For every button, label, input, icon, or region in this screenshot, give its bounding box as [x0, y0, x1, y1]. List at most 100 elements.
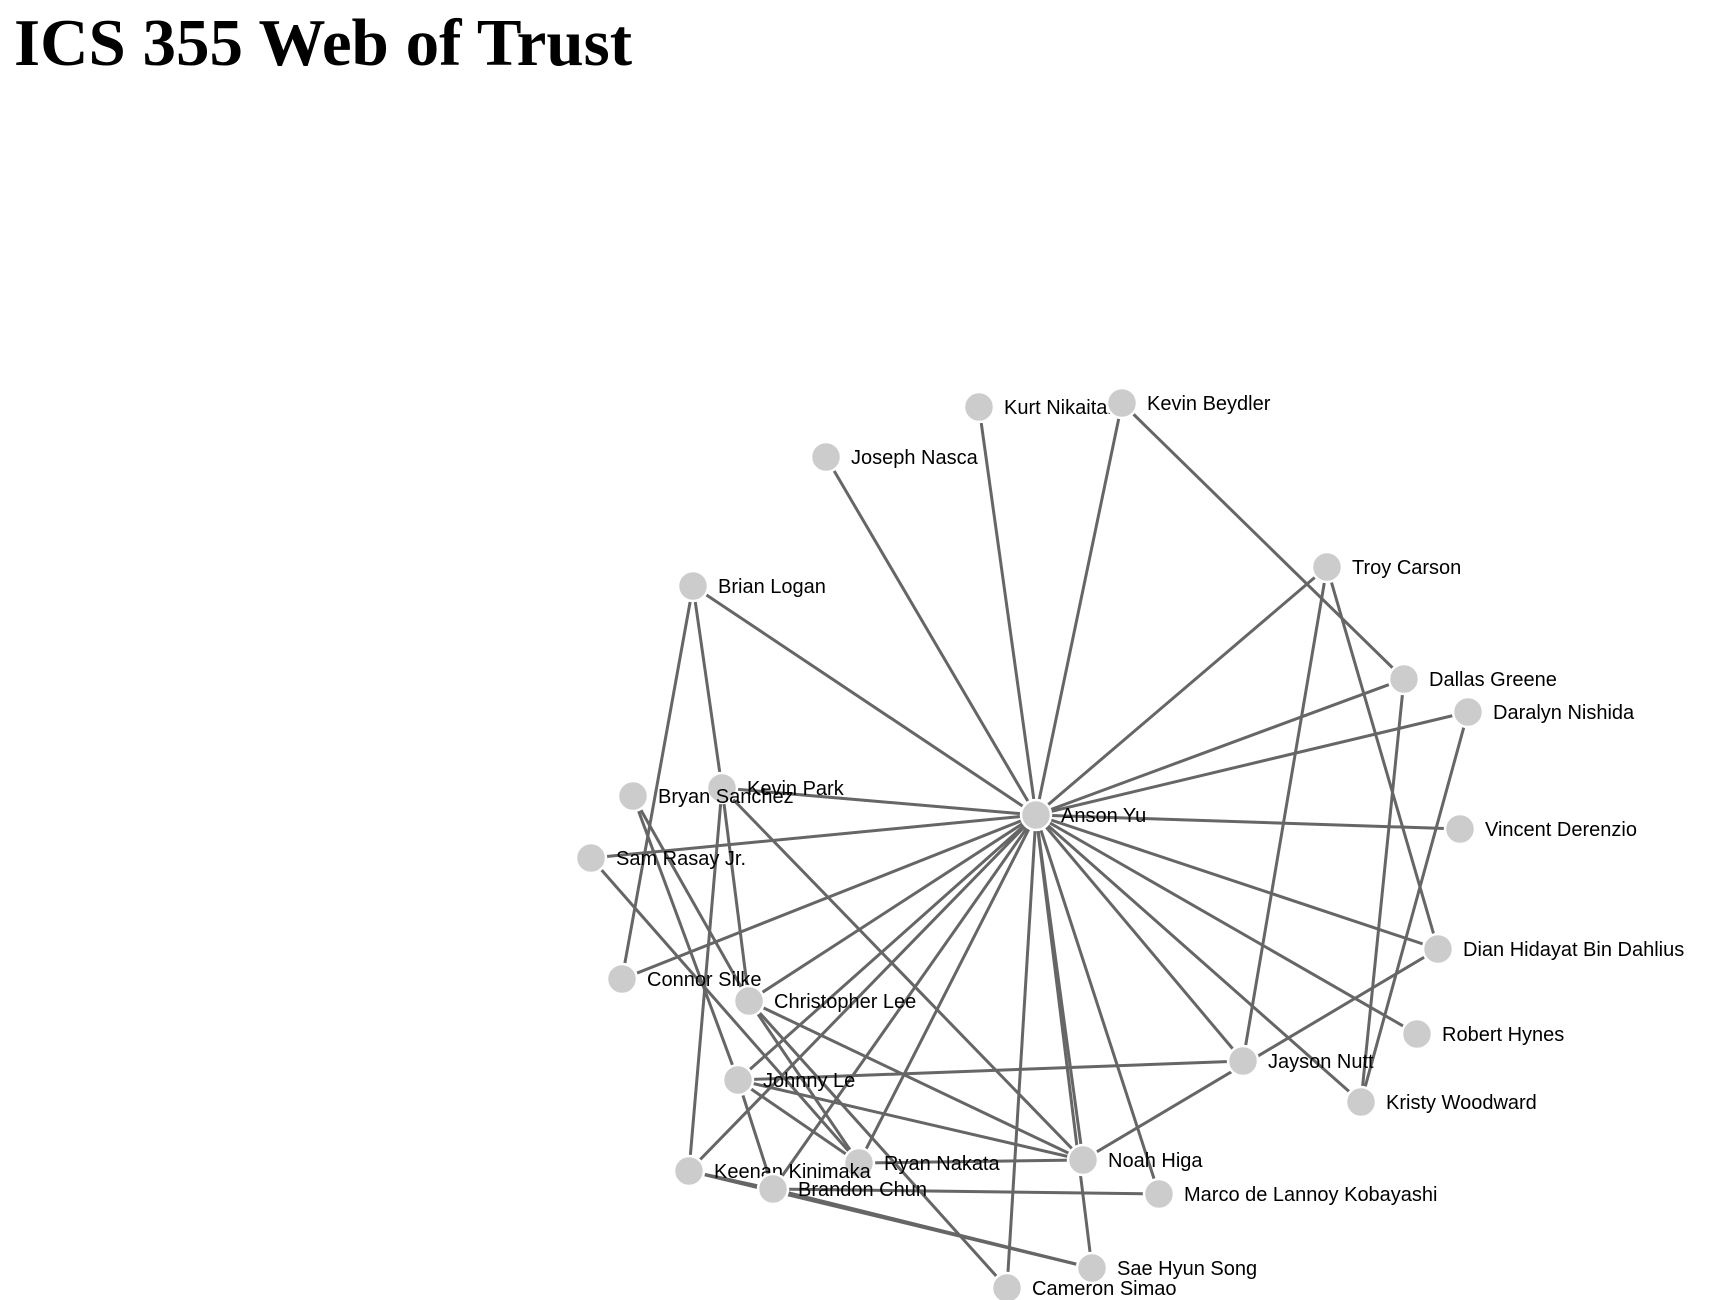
- link-daralyn-nishida-kristy-woodward: [1359, 711, 1470, 1103]
- link-sam-rasay-jr-ryan-nakata: [589, 857, 861, 1164]
- node-johnny-le[interactable]: Johnny Le: [721, 1063, 855, 1097]
- link-anson-yu-kevin-park: [721, 786, 1037, 817]
- node-kevin-park[interactable]: Kevin Park: [705, 771, 845, 805]
- node-label: Christopher Lee: [774, 991, 916, 1013]
- link-jayson-nutt-johnny-le: [737, 1059, 1244, 1082]
- link-anson-yu-marco-de-lannoy-kobayashi: [1034, 814, 1161, 1195]
- node-label: Johnny Le: [763, 1070, 855, 1092]
- node-christopher-lee[interactable]: Christopher Lee: [732, 984, 916, 1018]
- node-label: Vincent Derenzio: [1485, 819, 1637, 841]
- page-title: ICS 355 Web of Trust: [14, 6, 633, 80]
- node-connor-silke[interactable]: Connor Silke: [605, 962, 762, 996]
- node-circle[interactable]: [1344, 1085, 1378, 1119]
- node-troy-carson[interactable]: Troy Carson: [1310, 550, 1461, 584]
- link-anson-yu-ryan-nakata: [857, 814, 1038, 1164]
- node-circle[interactable]: [1019, 798, 1053, 832]
- node-kurt-nikaitani[interactable]: Kurt Nikaitani: [962, 390, 1123, 424]
- node-circle[interactable]: [756, 1172, 790, 1206]
- node-circle[interactable]: [676, 569, 710, 603]
- link-kevin-beydler-dallas-greene: [1120, 401, 1406, 681]
- node-label: Jayson Nutt: [1268, 1051, 1374, 1073]
- link-anson-yu-sae-hyun-song: [1034, 814, 1094, 1269]
- node-circle[interactable]: [1400, 1017, 1434, 1051]
- node-circle[interactable]: [990, 1271, 1024, 1300]
- node-circle[interactable]: [809, 440, 843, 474]
- link-anson-yu-cameron-simao: [1005, 814, 1038, 1289]
- node-sam-rasay-jr[interactable]: Sam Rasay Jr.: [574, 841, 746, 875]
- link-christopher-lee-ryan-nakata: [747, 1000, 861, 1164]
- node-circle[interactable]: [1310, 550, 1344, 584]
- node-label: Daralyn Nishida: [1493, 702, 1635, 724]
- node-label: Sam Rasay Jr.: [616, 848, 746, 870]
- node-brian-logan[interactable]: Brian Logan: [676, 569, 826, 603]
- node-circle[interactable]: [574, 841, 608, 875]
- node-kevin-beydler[interactable]: Kevin Beydler: [1105, 386, 1271, 420]
- node-daralyn-nishida[interactable]: Daralyn Nishida: [1451, 695, 1635, 729]
- node-dian-hidayat-bin-dahlius[interactable]: Dian Hidayat Bin Dahlius: [1421, 932, 1684, 966]
- node-brandon-chun[interactable]: Brandon Chun: [756, 1172, 927, 1206]
- node-label: Joseph Nasca: [851, 447, 979, 469]
- node-marco-de-lannoy-kobayashi[interactable]: Marco de Lannoy Kobayashi: [1142, 1177, 1438, 1211]
- node-circle[interactable]: [842, 1146, 876, 1180]
- node-robert-hynes[interactable]: Robert Hynes: [1400, 1017, 1564, 1051]
- link-kevin-park-christopher-lee: [720, 787, 751, 1002]
- node-circle[interactable]: [732, 984, 766, 1018]
- node-circle[interactable]: [1443, 812, 1477, 846]
- link-kevin-park-noah-higa: [720, 786, 1085, 1162]
- node-label: Kristy Woodward: [1386, 1092, 1537, 1114]
- node-jayson-nutt[interactable]: Jayson Nutt: [1226, 1044, 1374, 1078]
- node-circle[interactable]: [1066, 1143, 1100, 1177]
- link-bryan-sanchez-christopher-lee: [631, 795, 751, 1002]
- node-circle[interactable]: [1142, 1177, 1176, 1211]
- link-anson-yu-brian-logan: [692, 584, 1037, 817]
- link-anson-yu-joseph-nasca: [824, 456, 1038, 816]
- node-label: Brandon Chun: [798, 1179, 927, 1201]
- node-circle[interactable]: [1105, 386, 1139, 420]
- node-circle[interactable]: [962, 390, 996, 424]
- link-johnny-le-ryan-nakata: [737, 1078, 860, 1165]
- node-sae-hyun-song[interactable]: Sae Hyun Song: [1075, 1251, 1257, 1285]
- node-dallas-greene[interactable]: Dallas Greene: [1387, 662, 1557, 696]
- node-joseph-nasca[interactable]: Joseph Nasca: [809, 440, 979, 474]
- node-label: Anson Yu: [1061, 805, 1146, 827]
- link-anson-yu-dallas-greene: [1035, 677, 1405, 817]
- link-dallas-greene-kristy-woodward: [1359, 678, 1406, 1103]
- node-label: Noah Higa: [1108, 1150, 1203, 1172]
- node-bryan-sanchez[interactable]: Bryan Sanchez: [616, 779, 794, 813]
- node-anson-yu[interactable]: Anson Yu: [1019, 798, 1146, 832]
- node-ryan-nakata[interactable]: Ryan Nakata: [842, 1146, 1000, 1180]
- node-vincent-derenzio[interactable]: Vincent Derenzio: [1443, 812, 1637, 846]
- link-kevin-park-keenan-kinimaka: [687, 787, 724, 1172]
- link-bryan-sanchez-johnny-le: [631, 795, 740, 1081]
- node-circle[interactable]: [1451, 695, 1485, 729]
- node-circle[interactable]: [672, 1154, 706, 1188]
- node-kristy-woodward[interactable]: Kristy Woodward: [1344, 1085, 1537, 1119]
- node-circle[interactable]: [721, 1063, 755, 1097]
- node-circle[interactable]: [605, 962, 639, 996]
- node-label: Robert Hynes: [1442, 1024, 1564, 1046]
- node-label: Sae Hyun Song: [1117, 1258, 1257, 1280]
- link-noah-higa-ryan-nakata: [858, 1158, 1084, 1165]
- node-cameron-simao[interactable]: Cameron Simao: [990, 1271, 1177, 1300]
- node-noah-higa[interactable]: Noah Higa: [1066, 1143, 1203, 1177]
- node-circle[interactable]: [1421, 932, 1455, 966]
- link-brian-logan-connor-silke: [620, 585, 695, 980]
- link-anson-yu-kevin-beydler: [1034, 402, 1124, 816]
- link-anson-yu-christopher-lee: [748, 813, 1037, 1003]
- node-label: Connor Silke: [647, 969, 762, 991]
- node-label: Dallas Greene: [1429, 669, 1557, 691]
- node-label: Kevin Beydler: [1147, 393, 1271, 415]
- node-circle[interactable]: [1075, 1251, 1109, 1285]
- node-circle[interactable]: [705, 771, 739, 805]
- node-label: Brian Logan: [718, 576, 826, 598]
- link-troy-carson-jayson-nutt: [1241, 566, 1329, 1062]
- node-circle[interactable]: [1226, 1044, 1260, 1078]
- link-anson-yu-kurt-nikaitani: [977, 406, 1038, 816]
- link-johnny-le-noah-higa: [737, 1078, 1084, 1162]
- node-keenan-kinimaka[interactable]: Keenan Kinimaka: [672, 1154, 872, 1188]
- node-label: Cameron Simao: [1032, 1278, 1177, 1300]
- node-circle[interactable]: [1387, 662, 1421, 696]
- node-label: Keenan Kinimaka: [714, 1161, 872, 1183]
- node-circle[interactable]: [616, 779, 650, 813]
